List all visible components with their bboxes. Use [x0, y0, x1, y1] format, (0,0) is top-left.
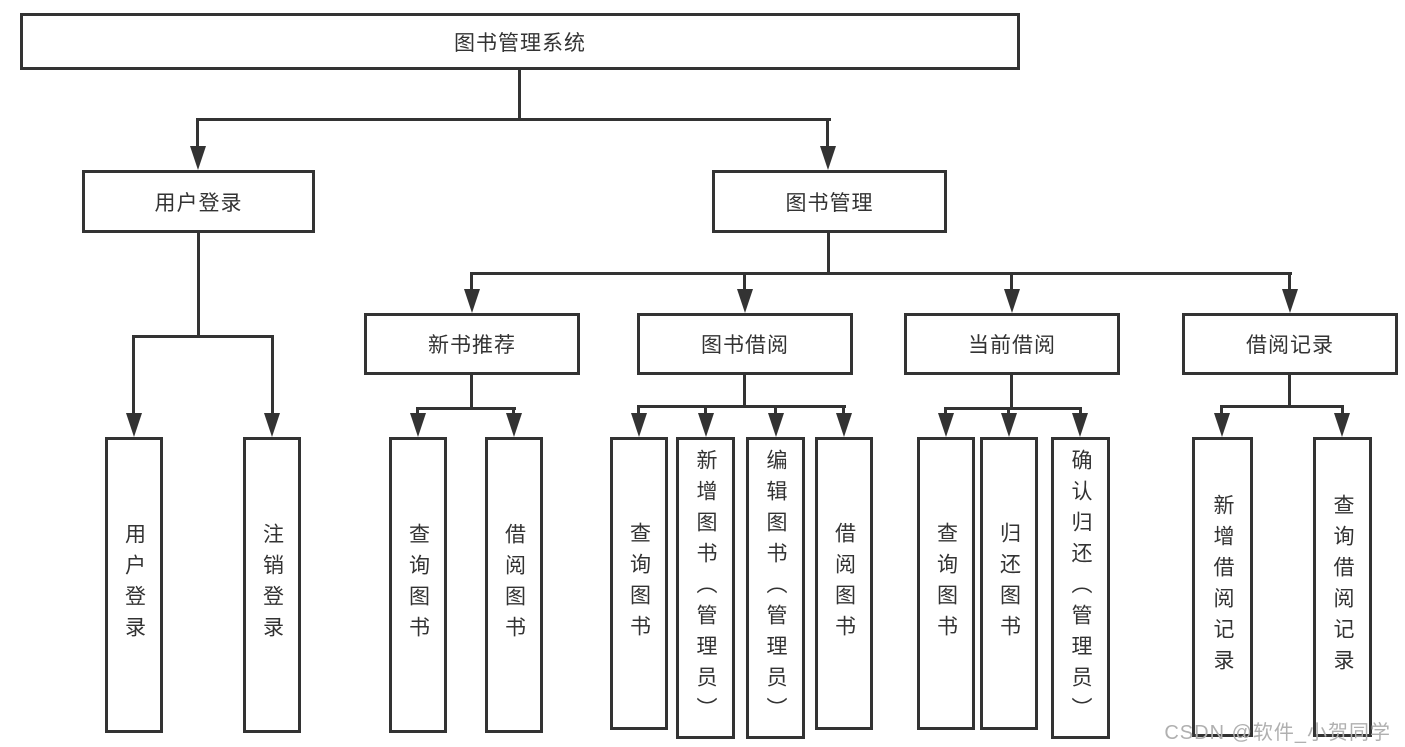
leaf-query-books-borrow: 查询图书 — [610, 437, 668, 730]
node-label: 用户登录 — [154, 191, 243, 215]
arrow-down-icon — [938, 413, 954, 437]
leaf-edit-book-admin: 编辑图书（管理员） — [746, 437, 805, 739]
node-book-borrow: 图书借阅 — [637, 313, 853, 375]
node-label: 图书借阅 — [701, 334, 789, 357]
node-label: 编辑图书（管理员） — [764, 448, 787, 728]
leaf-query-books-current: 查询图书 — [917, 437, 975, 730]
node-label: 注销登录 — [260, 523, 284, 647]
connector-line — [842, 405, 845, 415]
leaf-logout: 注销登录 — [243, 437, 301, 733]
arrow-down-icon — [1004, 289, 1020, 313]
node-label: 当前借阅 — [968, 334, 1056, 357]
arrow-down-icon — [1282, 289, 1298, 313]
node-user-login: 用户登录 — [82, 170, 315, 233]
node-label: 确认归还（管理员） — [1069, 448, 1092, 728]
connector-line — [944, 407, 1082, 410]
node-label: 借阅图书 — [502, 523, 526, 647]
connector-line — [637, 405, 640, 415]
connector-line — [1220, 405, 1344, 408]
arrow-down-icon — [836, 413, 852, 437]
leaf-query-borrow-record: 查询借阅记录 — [1313, 437, 1372, 737]
connector-line — [470, 272, 473, 292]
node-book-management: 图书管理 — [712, 170, 947, 233]
connector-line — [637, 405, 846, 408]
connector-line — [704, 405, 707, 415]
arrow-down-icon — [464, 289, 480, 313]
leaf-borrow-books: 借阅图书 — [815, 437, 873, 730]
watermark: CSDN @软件_小贺同学 — [1164, 722, 1391, 744]
leaf-add-book-admin: 新增图书（管理员） — [676, 437, 735, 739]
arrow-down-icon — [1001, 413, 1017, 437]
node-label: 新书推荐 — [428, 334, 516, 357]
connector-line — [470, 375, 473, 409]
connector-line — [518, 70, 521, 121]
connector-line — [827, 233, 830, 275]
leaf-add-borrow-record: 新增借阅记录 — [1192, 437, 1253, 737]
connector-line — [1341, 405, 1344, 415]
node-borrow-records: 借阅记录 — [1182, 313, 1398, 375]
connector-line — [1007, 407, 1010, 415]
node-label: 图书管理 — [785, 191, 874, 215]
connector-line — [132, 335, 274, 338]
connector-line — [416, 407, 516, 410]
arrow-down-icon — [264, 413, 280, 437]
connector-line — [470, 272, 1292, 275]
connector-line — [743, 375, 746, 407]
connector-line — [512, 407, 515, 415]
arrow-down-icon — [410, 413, 426, 437]
connector-line — [1288, 272, 1291, 292]
node-library-system: 图书管理系统 — [20, 13, 1020, 70]
connector-line — [826, 118, 829, 148]
arrow-down-icon — [190, 146, 206, 170]
connector-line — [271, 335, 274, 413]
node-label: 查询借阅记录 — [1331, 494, 1354, 680]
node-new-book-recommend: 新书推荐 — [364, 313, 580, 375]
connector-line — [774, 405, 777, 415]
node-label: 借阅图书 — [832, 521, 856, 646]
node-label: 归还图书 — [997, 521, 1021, 646]
node-label: 图书管理系统 — [454, 31, 586, 55]
arrow-down-icon — [1072, 413, 1088, 437]
connector-line — [1220, 405, 1223, 415]
connector-line — [1288, 375, 1291, 407]
arrow-down-icon — [1214, 413, 1230, 437]
node-label: 查询图书 — [627, 521, 651, 646]
connector-line — [196, 118, 199, 148]
leaf-confirm-return-admin: 确认归还（管理员） — [1051, 437, 1110, 739]
connector-line — [197, 233, 200, 335]
node-label: 用户登录 — [122, 523, 146, 647]
node-label: 新增借阅记录 — [1211, 494, 1234, 680]
arrow-down-icon — [631, 413, 647, 437]
leaf-query-books-recommend: 查询图书 — [389, 437, 447, 733]
arrow-down-icon — [737, 289, 753, 313]
leaf-user-login: 用户登录 — [105, 437, 163, 733]
connector-line — [197, 118, 831, 121]
connector-line — [1010, 272, 1013, 292]
arrow-down-icon — [126, 413, 142, 437]
connector-line — [1079, 407, 1082, 415]
leaf-return-book: 归还图书 — [980, 437, 1038, 730]
arrow-down-icon — [698, 413, 714, 437]
arrow-down-icon — [1334, 413, 1350, 437]
node-label: 查询图书 — [406, 523, 430, 647]
connector-line — [1010, 375, 1013, 409]
connector-line — [416, 407, 419, 415]
node-current-borrow: 当前借阅 — [904, 313, 1120, 375]
connector-line — [743, 272, 746, 292]
arrow-down-icon — [768, 413, 784, 437]
node-label: 查询图书 — [934, 521, 958, 646]
node-label: 借阅记录 — [1246, 334, 1334, 357]
leaf-borrow-books-recommend: 借阅图书 — [485, 437, 543, 733]
connector-line — [944, 407, 947, 415]
arrow-down-icon — [506, 413, 522, 437]
connector-line — [132, 335, 135, 413]
arrow-down-icon — [820, 146, 836, 170]
node-label: 新增图书（管理员） — [694, 448, 717, 728]
